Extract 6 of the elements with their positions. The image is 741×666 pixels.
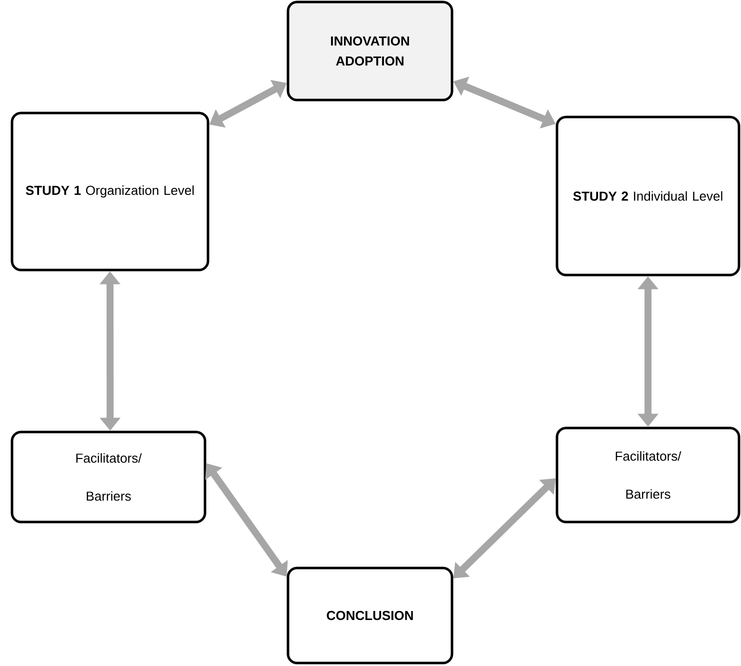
- process-box: STUDY 1 Organization Level: [10, 112, 210, 272]
- process-box: Facilitators/ Barriers: [10, 430, 206, 524]
- process-box: STUDY 2 Individual Level: [556, 116, 740, 276]
- process-box: CONCLUSION: [286, 566, 454, 664]
- process-box: INNOVATION ADOPTION: [286, 0, 454, 102]
- process-box: Facilitators/ Barriers: [556, 426, 740, 524]
